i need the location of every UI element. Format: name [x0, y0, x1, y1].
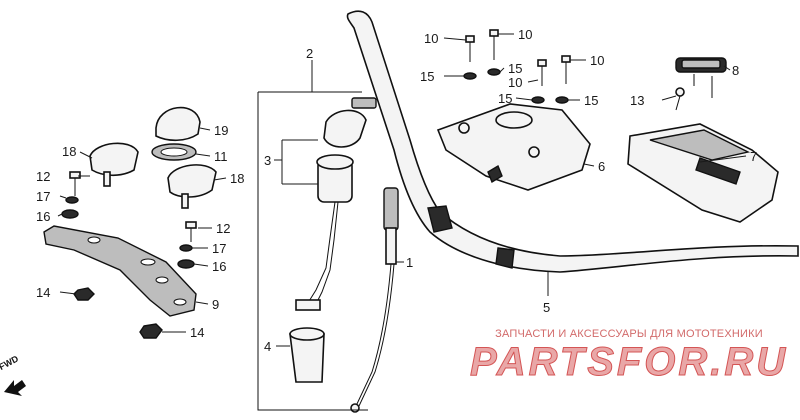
emblem — [675, 57, 727, 98]
callout-15c: 15 — [498, 91, 512, 106]
callout-11: 11 — [214, 149, 228, 164]
callout-10c: 10 — [508, 75, 522, 90]
callout-12b: 12 — [216, 221, 230, 236]
holder-18-upper — [89, 142, 139, 187]
callout-1: 1 — [406, 255, 413, 270]
callout-5: 5 — [543, 300, 550, 315]
callout-3: 3 — [264, 153, 271, 168]
callout-15d: 15 — [584, 93, 598, 108]
callout-16b: 16 — [212, 259, 226, 274]
bracket-9 — [43, 225, 197, 317]
washers-16-17 — [61, 196, 195, 269]
callout-2: 2 — [306, 46, 313, 61]
callout-10d: 10 — [590, 53, 604, 68]
callout-15a: 15 — [420, 69, 434, 84]
leader-lines — [57, 33, 747, 347]
callout-17b: 17 — [212, 241, 226, 256]
watermark-caption: ЗАПЧАСТИ И АКСЕССУАРЫ ДЛЯ МОТОТЕХНИКИ — [495, 328, 763, 340]
callout-labels: 1 2 3 4 5 6 7 8 9 10 10 10 10 11 12 12 1… — [36, 27, 757, 354]
bolts-10 — [465, 29, 571, 86]
screw-13 — [675, 87, 685, 111]
watermark-logo: PARTSFOR.RU — [470, 340, 789, 385]
cap-19 — [155, 106, 201, 142]
callout-6: 6 — [598, 159, 605, 174]
callout-14a: 14 — [36, 285, 50, 300]
callout-19: 19 — [214, 123, 228, 138]
throttle-cable — [350, 187, 399, 413]
callout-8: 8 — [732, 63, 739, 78]
callout-13: 13 — [630, 93, 644, 108]
bolt-12-lower — [185, 221, 197, 242]
group-bracket-2 — [257, 91, 368, 411]
fwd-arrow-icon — [4, 380, 26, 396]
handlebar-cover — [627, 123, 779, 223]
ignition-switch — [289, 97, 377, 383]
handlebar — [346, 10, 799, 273]
callout-18a: 18 — [62, 144, 76, 159]
callout-4: 4 — [264, 339, 271, 354]
bolt-12-upper — [69, 171, 81, 196]
callout-14b: 14 — [190, 325, 204, 340]
callout-10b: 10 — [518, 27, 532, 42]
callout-16a: 16 — [36, 209, 50, 224]
handlebar-upper-holder — [436, 103, 591, 191]
callout-9: 9 — [212, 297, 219, 312]
holder-18-lower — [167, 164, 217, 209]
callout-10a: 10 — [424, 31, 438, 46]
callout-18b: 18 — [230, 171, 244, 186]
callout-7: 7 — [750, 149, 757, 164]
callout-15b: 15 — [508, 61, 522, 76]
callout-17a: 17 — [36, 189, 50, 204]
callout-12a: 12 — [36, 169, 50, 184]
ring-11 — [151, 143, 197, 161]
